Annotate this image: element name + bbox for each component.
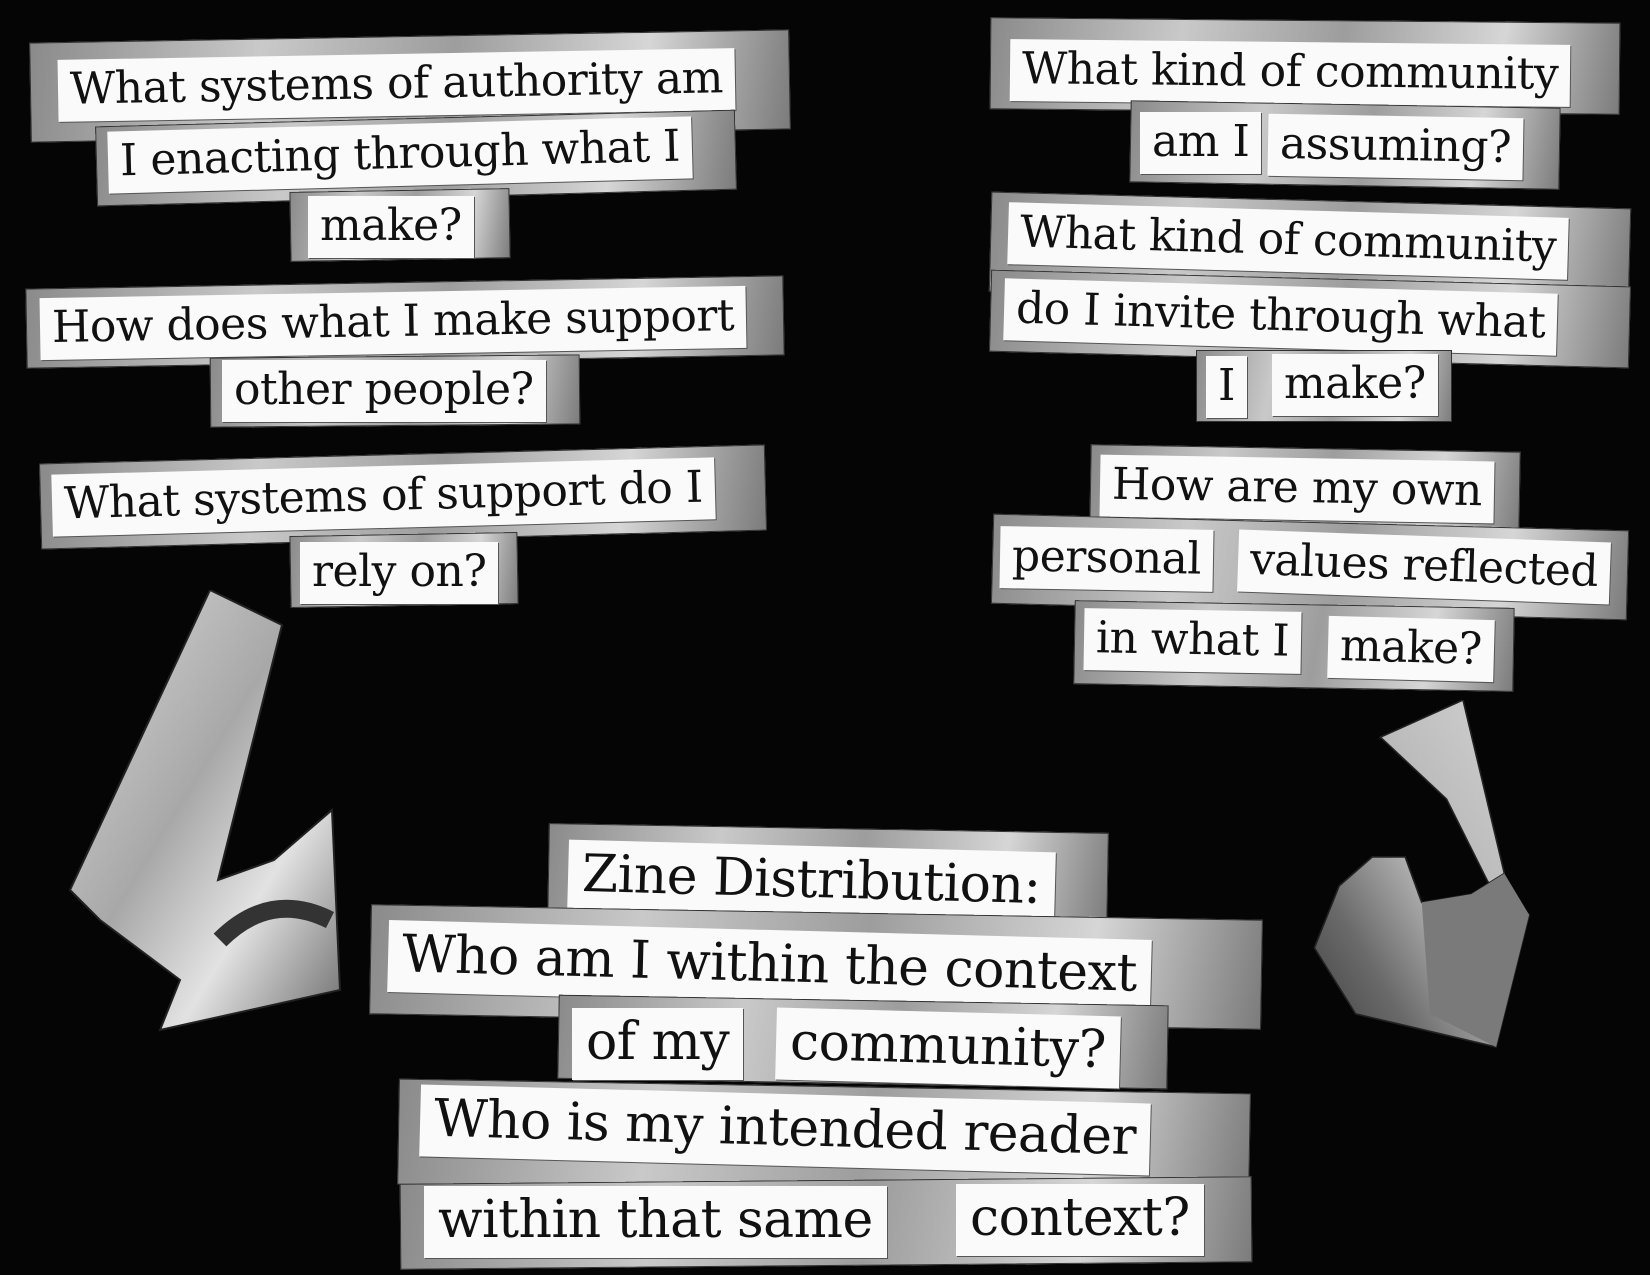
center-line2a: of my bbox=[572, 1008, 744, 1080]
right-q3-line2a: personal bbox=[999, 526, 1214, 592]
left-q1-line3: make? bbox=[308, 196, 474, 258]
right-q3-line2b: values reflected bbox=[1237, 529, 1612, 605]
left-q3-line2: rely on? bbox=[300, 542, 499, 604]
right-arrow-icon bbox=[1313, 700, 1531, 1048]
right-q3-line3a: in what I bbox=[1083, 608, 1302, 674]
right-q1-line2a: am I bbox=[1140, 112, 1262, 174]
center-line4a: within that same bbox=[424, 1186, 887, 1258]
left-q2-line1: How does what I make support bbox=[39, 285, 747, 361]
left-q2-line2: other people? bbox=[222, 360, 546, 422]
right-q2-line3b: make? bbox=[1272, 354, 1438, 416]
right-q3-line3b: make? bbox=[1327, 615, 1495, 683]
center-line4b: context? bbox=[956, 1184, 1204, 1256]
right-q1-line1: What kind of community bbox=[1009, 39, 1571, 107]
left-arrow-icon bbox=[68, 590, 342, 1032]
right-q3-line1: How are my own bbox=[1099, 454, 1495, 524]
center-line2b: community? bbox=[775, 1007, 1121, 1089]
left-q1-line1: What systems of authority am bbox=[57, 48, 736, 122]
right-q2-line3a: I bbox=[1206, 356, 1247, 418]
right-q1-line2b: assuming? bbox=[1267, 113, 1524, 181]
